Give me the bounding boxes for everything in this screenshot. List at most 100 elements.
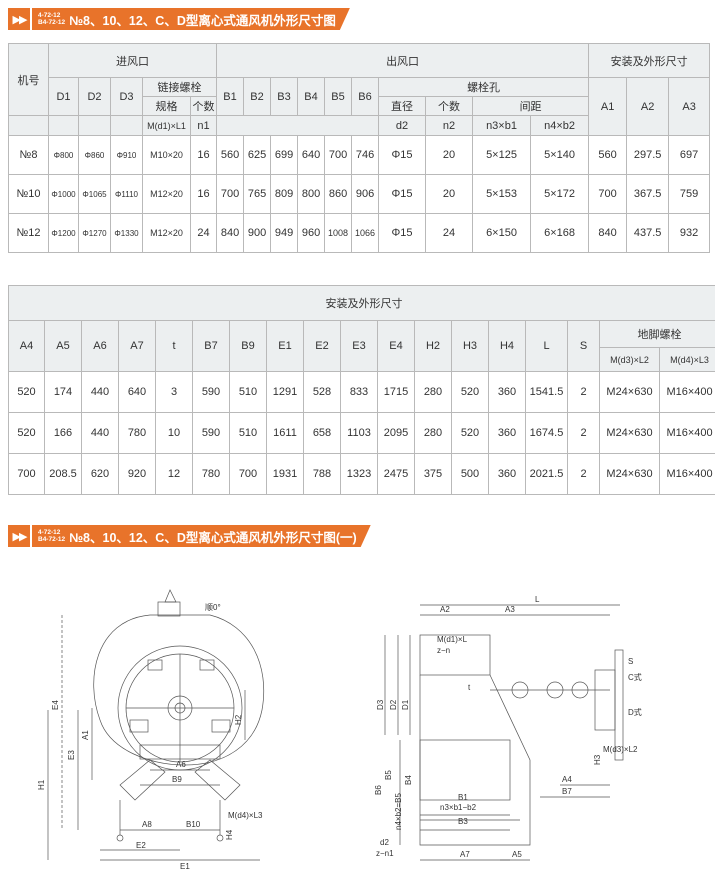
cell: 280 <box>414 412 452 454</box>
cell: 700 <box>8 453 45 495</box>
cell: 809 <box>270 174 299 214</box>
dim-label: t <box>468 683 471 692</box>
cell: 1541.5 <box>525 371 568 413</box>
cell: 520 <box>8 371 45 413</box>
cell: 360 <box>488 453 526 495</box>
chain-bolt-header: 链接螺栓 <box>141 77 218 97</box>
dim-label: E2 <box>136 841 146 850</box>
cell: 297.5 <box>626 135 670 175</box>
col-h2: H2 <box>414 320 452 372</box>
cell: M16×400 <box>658 412 715 454</box>
col-a2: A2 <box>626 77 670 136</box>
cell: 780 <box>192 453 230 495</box>
dim-label: B3 <box>458 817 468 826</box>
cell: 3 <box>155 371 193 413</box>
cell: 520 <box>451 371 489 413</box>
empty-cell <box>8 115 49 136</box>
cell: Φ1200 <box>48 213 79 253</box>
col-b3: B3 <box>270 77 299 116</box>
foot-bolt-header: 地脚螺栓 <box>598 320 715 348</box>
dim-label: C式 <box>628 672 642 682</box>
banner-title: №8、10、12、C、D型离心式通风机外形尺寸图(一) <box>69 530 357 545</box>
foot-bolt-sub2: M(d4)×L3 <box>658 347 715 372</box>
dimension-table-2: 安装及外形尺寸 A4 A5 A6 A7 t B7 B9 E1 E2 E3 E4 … <box>7 285 715 495</box>
cell: 700 <box>588 174 628 214</box>
col-a7: A7 <box>118 320 156 372</box>
col-a1: A1 <box>588 77 628 136</box>
col-b4: B4 <box>297 77 326 116</box>
cell: 16 <box>189 135 218 175</box>
cell: Φ910 <box>110 135 143 175</box>
code-top: 4-72-12 <box>38 529 61 536</box>
cell: 788 <box>303 453 341 495</box>
count-header: 个数 <box>189 96 218 116</box>
dim-label: E4 <box>51 700 60 710</box>
cell: 840 <box>588 213 628 253</box>
empty-cell <box>110 115 143 136</box>
cell: 932 <box>668 213 711 253</box>
cell: 590 <box>192 371 230 413</box>
cell: 1611 <box>266 412 304 454</box>
cell: 700 <box>216 174 245 214</box>
cell: 20 <box>425 174 474 214</box>
cell: Φ1330 <box>110 213 143 253</box>
cell: 5×153 <box>472 174 532 214</box>
dim-label: H4 <box>225 829 234 840</box>
cell: 5×172 <box>530 174 590 214</box>
dim-label: M(d3)×L2 <box>603 745 638 754</box>
cell: 2 <box>567 412 600 454</box>
dim-label: M(d4)×L3 <box>228 811 263 820</box>
dim-label: H1 <box>37 779 46 790</box>
code-top: 4-72-12 <box>38 12 61 19</box>
cell: 640 <box>297 135 326 175</box>
cell: M16×400 <box>658 453 715 495</box>
double-chevron-right-icon: ▶▶ <box>8 525 30 547</box>
bolt-hole-header: 螺栓孔 <box>378 77 590 97</box>
empty-cell <box>48 115 79 136</box>
front-view-labels: 顺0° E4 E3 H1 A1 H2 A6 B9 A8 B10 M(d4)×L3… <box>37 603 263 871</box>
model-header: 机号 <box>8 43 49 116</box>
cell: 780 <box>118 412 156 454</box>
col-b9: B9 <box>229 320 267 372</box>
cell: Φ15 <box>378 174 427 214</box>
cell: 640 <box>118 371 156 413</box>
cell: 500 <box>451 453 489 495</box>
model-cell: №8 <box>8 135 49 175</box>
col-d1: D1 <box>48 77 79 116</box>
cell: 208.5 <box>44 453 82 495</box>
dim-label: H3 <box>593 754 602 765</box>
cell: 174 <box>44 371 82 413</box>
section-banner-2: ▶▶ 4-72-12 B4-72-12 №8、10、12、C、D型离心式通风机外… <box>8 525 371 547</box>
col-l: L <box>525 320 568 372</box>
col-d3: D3 <box>110 77 143 116</box>
cell: 840 <box>216 213 245 253</box>
code-bottom: B4-72-12 <box>38 536 66 543</box>
cell: 658 <box>303 412 341 454</box>
spacing-header: 间距 <box>472 96 590 116</box>
cell: 360 <box>488 371 526 413</box>
dim-label: B9 <box>172 775 182 784</box>
spec-header: 规格 <box>142 96 191 116</box>
cell: 367.5 <box>626 174 670 214</box>
cell: Φ1110 <box>110 174 143 214</box>
dim-label: z−n1 <box>376 849 394 858</box>
double-chevron-right-icon: ▶▶ <box>8 8 30 30</box>
dim-label: d2 <box>380 838 389 847</box>
cell: 440 <box>81 412 119 454</box>
section-banner-1: ▶▶ 4-72-12 B4-72-12 №8、10、12、C、D型离心式通风机外… <box>8 8 350 30</box>
cell: 24 <box>189 213 218 253</box>
cell: 440 <box>81 371 119 413</box>
dim-label: H2 <box>234 714 243 725</box>
empty-cell <box>216 115 380 136</box>
front-view <box>47 589 265 861</box>
dim-label: B1 <box>458 793 468 802</box>
cell: 560 <box>588 135 628 175</box>
cell: 2 <box>567 371 600 413</box>
dimension-table-1: 机号 进风口 出风口 安装及外形尺寸 D1 D2 D3 链接螺栓 B1 B2 B… <box>8 43 711 253</box>
banner-title: №8、10、12、C、D型离心式通风机外形尺寸图 <box>69 13 336 28</box>
cell: 900 <box>243 213 272 253</box>
cell: 1931 <box>266 453 304 495</box>
col-b6: B6 <box>351 77 380 116</box>
cell: M16×400 <box>658 371 715 413</box>
